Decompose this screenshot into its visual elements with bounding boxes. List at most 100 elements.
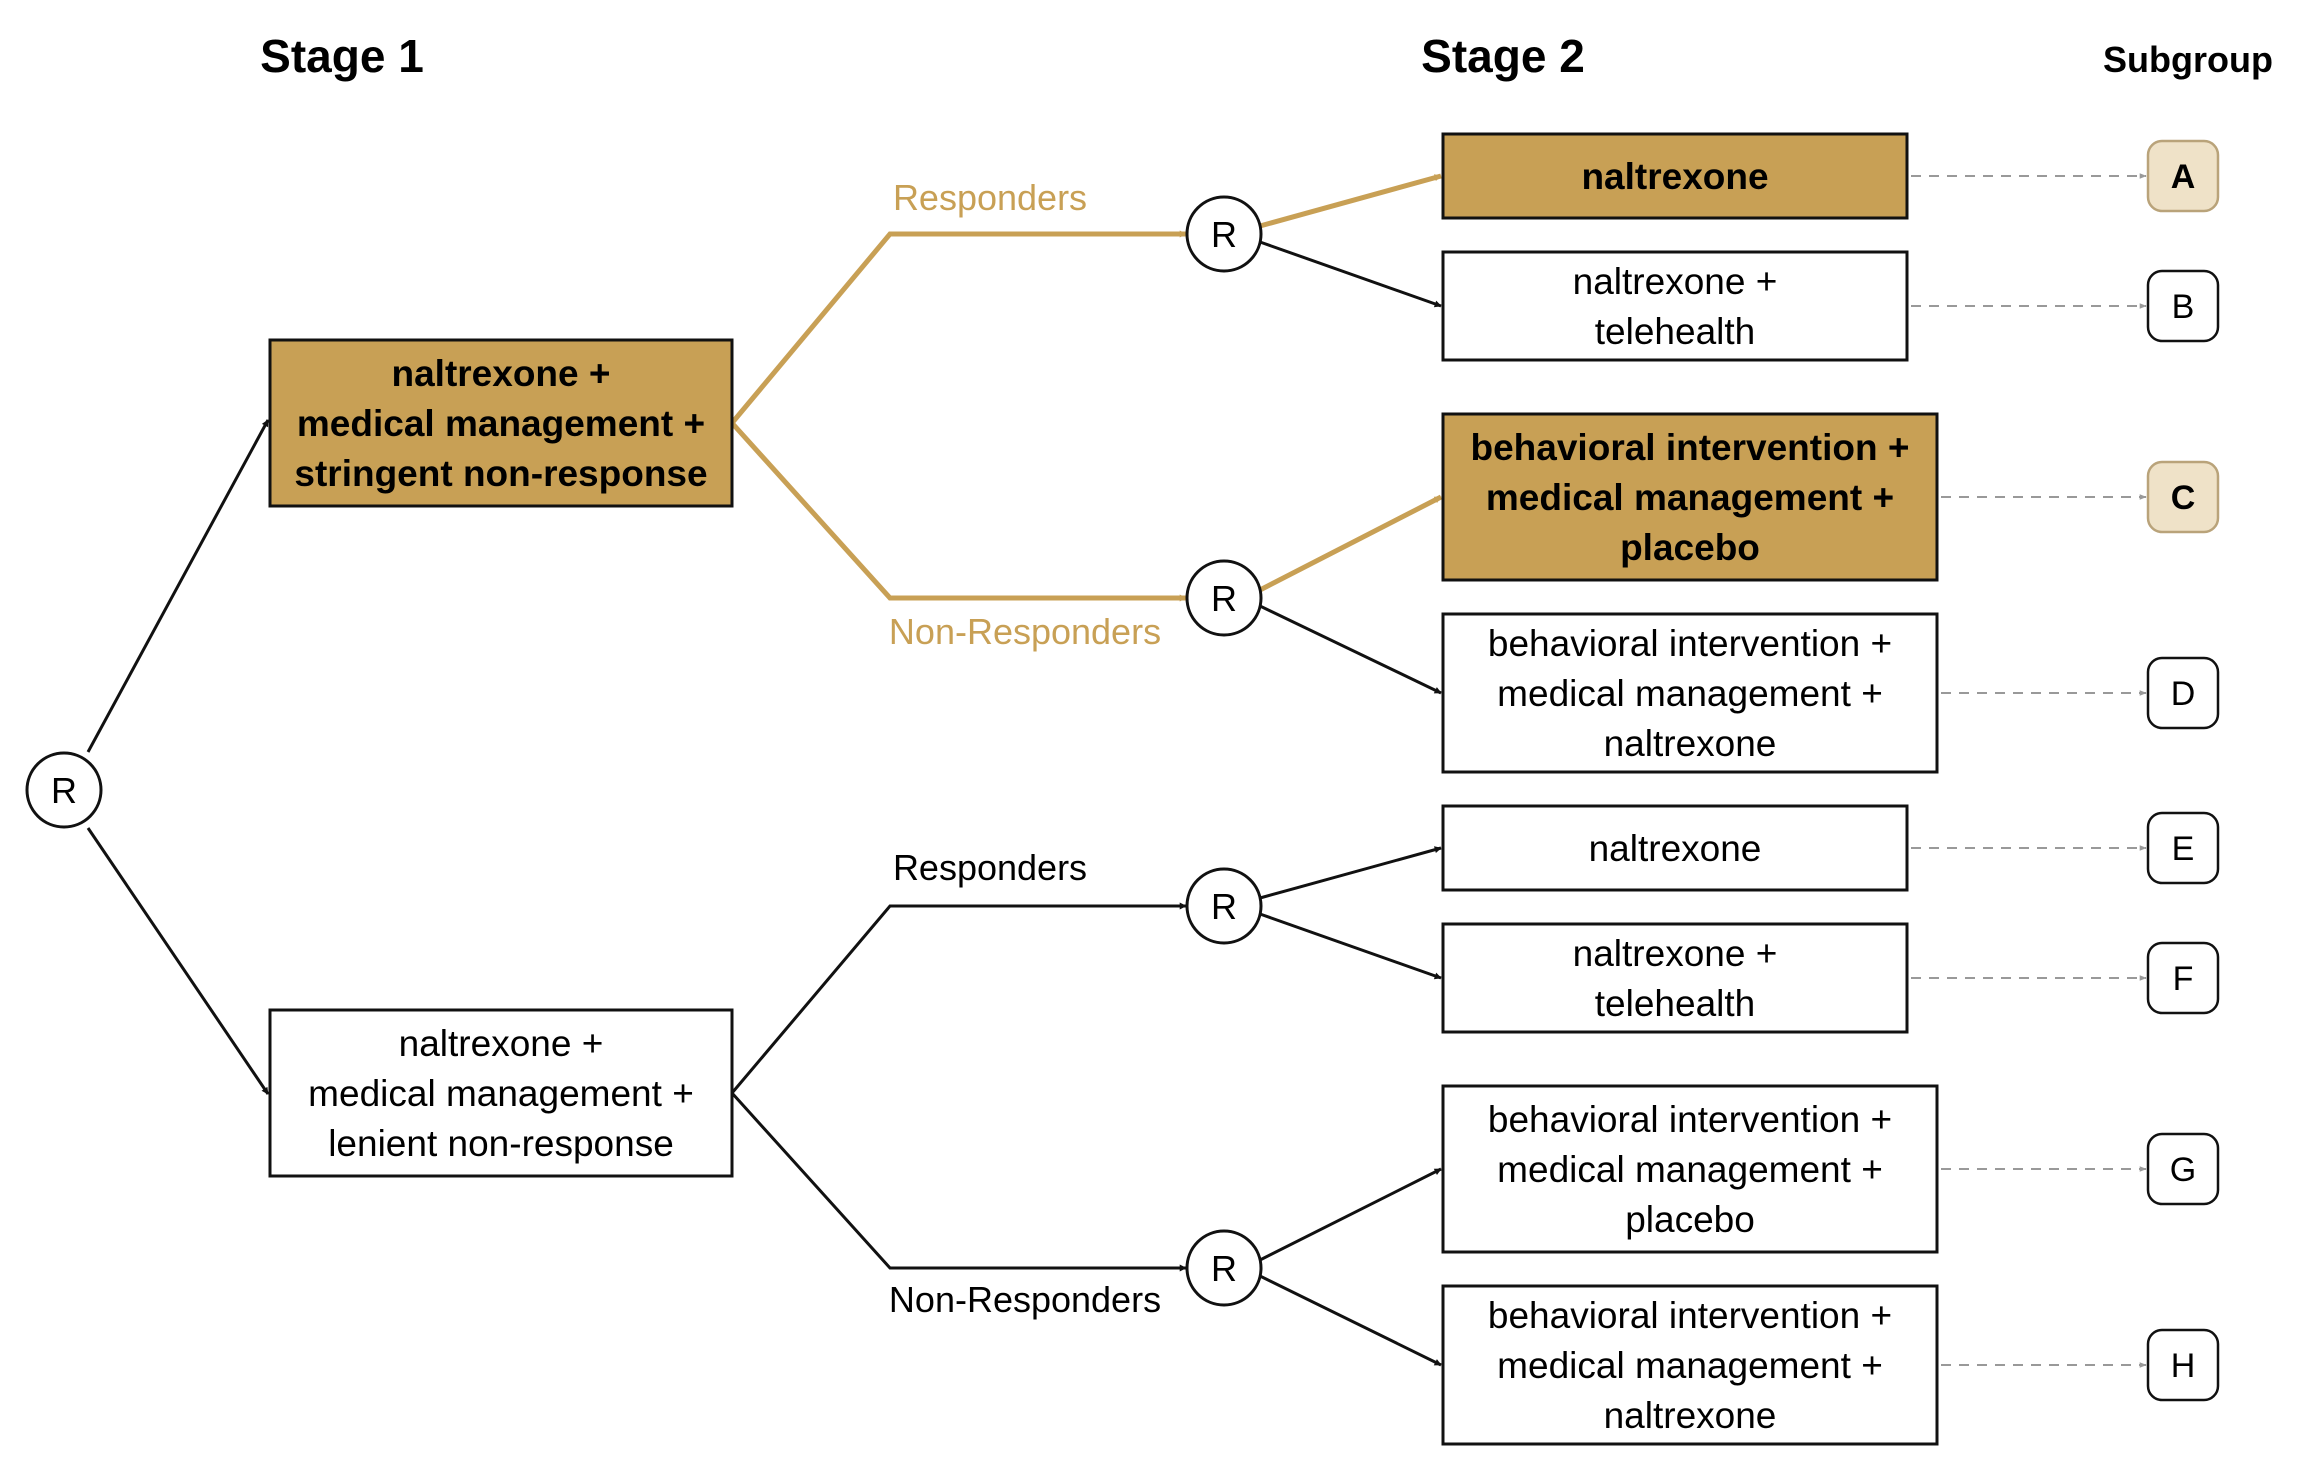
subgroup-badge-frame: [2146, 269, 2220, 343]
treatment-line: naltrexone +: [1573, 261, 1778, 302]
subgroup-header: Subgroup: [2103, 39, 2273, 80]
stage2-box-2: naltrexone + telehealth: [1441, 250, 1909, 362]
treatment-line: telehealth: [1595, 311, 1755, 352]
treatment-box-frame: [1441, 250, 1909, 362]
treatment-line: naltrexone: [1581, 156, 1768, 197]
randomizer-stage2-2: R: [1185, 559, 1263, 637]
subgroup-badge-a: A: [2146, 139, 2220, 213]
subgroup-badge-frame: [2146, 460, 2220, 534]
subgroup-letter: H: [2171, 1347, 2196, 1385]
treatment-line: medical management +: [297, 403, 705, 444]
stage1-header: Stage 1: [260, 30, 424, 82]
subgroup-badge-frame: [2146, 941, 2220, 1015]
treatment-line: medical management +: [1486, 477, 1894, 518]
randomizer-label: R: [1211, 886, 1237, 927]
edge-randomizer-to-stage2-8: [1259, 1274, 1442, 1367]
subgroup-letter: B: [2172, 288, 2195, 326]
edge-stage1-to-randomizer-1: [730, 230, 1187, 425]
treatment-box-frame: [1441, 1284, 1939, 1446]
edge-randomizer-to-stage2-5: [1259, 846, 1442, 900]
treatment-line: naltrexone +: [399, 1023, 604, 1064]
treatment-box-frame: [268, 338, 734, 508]
treatment-box-frame: [1441, 922, 1909, 1034]
stage1-box-1: naltrexone + medical management + stringen…: [268, 338, 734, 508]
randomizer-stage2-4: R: [1185, 1229, 1263, 1307]
treatment-box-frame: [1441, 804, 1909, 892]
stage2-box-8: behavioral intervention + medical managem…: [1441, 1284, 1939, 1446]
randomizer-root: R: [25, 751, 103, 829]
stage1-box-2: naltrexone + medical management + lenient …: [268, 1008, 734, 1178]
treatment-line: placebo: [1620, 527, 1760, 568]
subgroup-badge-d: D: [2146, 656, 2220, 730]
subgroup-badge-g: G: [2146, 1132, 2220, 1206]
treatment-box-frame: [1441, 1084, 1939, 1254]
randomizer-label: R: [1211, 214, 1237, 255]
branch-label-1: Responders: [893, 177, 1087, 218]
subgroup-badge-h: H: [2146, 1328, 2220, 1402]
treatment-line: behavioral intervention +: [1488, 623, 1892, 664]
stage2-box-1: naltrexone: [1441, 132, 1909, 220]
treatment-line: medical management +: [1497, 673, 1883, 714]
edge-stage1-to-randomizer-4: [730, 1091, 1187, 1272]
subgroup-letter: D: [2171, 675, 2196, 713]
subgroup-badge-frame: [2146, 1132, 2220, 1206]
subgroup-badge-c: C: [2146, 460, 2220, 534]
randomizer-circle: [1185, 867, 1263, 945]
edge-randomizer-to-stage2-4: [1259, 604, 1442, 695]
edge-randomizer-to-stage2-6: [1259, 912, 1442, 980]
edge-stage1-to-randomizer-2: [730, 421, 1187, 602]
randomizer-label: R: [51, 770, 77, 811]
treatment-line: naltrexone +: [391, 353, 610, 394]
treatment-line: naltrexone: [1589, 828, 1762, 869]
stage2-box-7: behavioral intervention + medical managem…: [1441, 1084, 1939, 1254]
subgroup-letter: A: [2171, 158, 2196, 196]
treatment-line: placebo: [1625, 1199, 1755, 1240]
treatment-line: naltrexone: [1604, 1395, 1777, 1436]
edge-stage1-to-randomizer-3: [730, 902, 1187, 1094]
treatment-box-frame: [1441, 612, 1939, 774]
branch-label-2: Non-Responders: [889, 611, 1161, 652]
treatment-box-frame: [268, 1008, 734, 1178]
randomizer-stage2-1: R: [1185, 195, 1263, 273]
subgroup-letter: F: [2173, 960, 2194, 998]
randomizer-circle: [1185, 195, 1263, 273]
randomizer-label: R: [1211, 578, 1237, 619]
subgroup-badge-f: F: [2146, 941, 2220, 1015]
treatment-line: medical management +: [308, 1073, 694, 1114]
edge-randomizer-to-stage2-7: [1259, 1167, 1442, 1262]
edge-randomizer-to-stage2-1: [1259, 173, 1442, 229]
treatment-line: telehealth: [1595, 983, 1755, 1024]
edge-root-to-stage1-bottom: [86, 827, 270, 1095]
branch-label-3: Responders: [893, 847, 1087, 888]
treatment-line: medical management +: [1497, 1149, 1883, 1190]
subgroup-badge-e: E: [2146, 811, 2220, 885]
randomizer-stage2-3: R: [1185, 867, 1263, 945]
subgroup-badge-frame: [2146, 811, 2220, 885]
subgroup-letter: E: [2172, 830, 2195, 868]
randomizer-circle: [1185, 1229, 1263, 1307]
treatment-box-frame: [1441, 412, 1939, 582]
treatment-line: behavioral intervention +: [1471, 427, 1910, 468]
treatment-line: medical management +: [1497, 1345, 1883, 1386]
stage2-box-3: behavioral intervention + medical managem…: [1441, 412, 1939, 582]
edge-randomizer-to-stage2-3: [1258, 494, 1443, 593]
randomizer-circle: [25, 751, 103, 829]
stage2-box-5: naltrexone: [1441, 804, 1909, 892]
treatment-line: stringent non-response: [294, 453, 707, 494]
branch-label-4: Non-Responders: [889, 1279, 1161, 1320]
edges-layer: [86, 173, 2147, 1368]
randomizer-label: R: [1211, 1248, 1237, 1289]
treatment-line: lenient non-response: [328, 1123, 674, 1164]
stage2-box-6: naltrexone +telehealth: [1441, 922, 1909, 1034]
treatment-line: behavioral intervention +: [1488, 1295, 1892, 1336]
subgroup-badge-b: B: [2146, 269, 2220, 343]
stage2-header: Stage 2: [1421, 30, 1585, 82]
subgroup-letter: G: [2170, 1151, 2196, 1189]
treatment-line: naltrexone: [1604, 723, 1777, 764]
subgroup-badge-frame: [2146, 139, 2220, 213]
edge-root-to-stage1-top: [86, 419, 270, 753]
treatment-line: behavioral intervention +: [1488, 1099, 1892, 1140]
randomizer-circle: [1185, 559, 1263, 637]
